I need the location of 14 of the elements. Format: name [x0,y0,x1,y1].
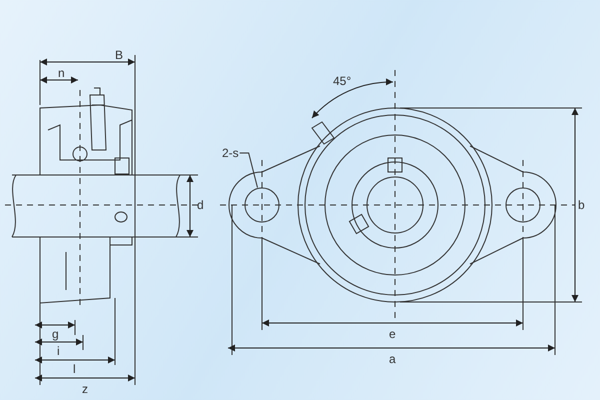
dimension-label: a [389,352,396,366]
dimension-label: g [52,327,59,341]
dimension-label: z [82,382,88,396]
dimension-label: n [58,66,65,80]
mounting-hole [244,187,280,223]
callout-label: 2-s [222,146,239,160]
dimension-label: B [115,48,124,62]
dimension-label: d [197,198,204,212]
dimension-label: 45° [333,74,352,88]
dimension-label: i [57,344,60,358]
leader-line [239,152,258,188]
dimension-label: b [578,198,585,212]
dimension-label: e [389,327,396,341]
dimension-label: l [73,362,76,376]
